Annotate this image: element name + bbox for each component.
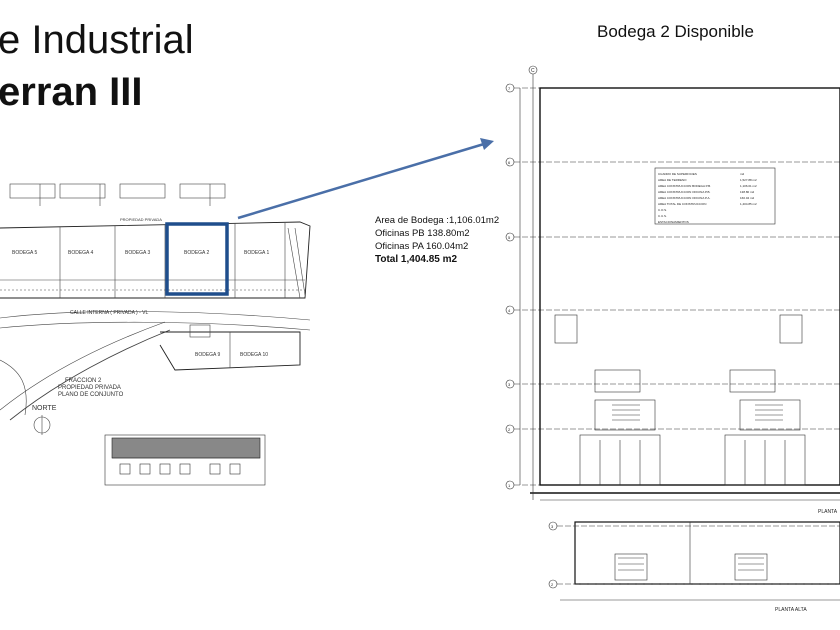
bodega-10-label: BODEGA 10 (240, 352, 268, 358)
axis-upper-3: 3 (551, 524, 554, 529)
table-row: AREA CONSTRUCCION OFICINA P.B. (658, 190, 710, 194)
axis-3: 3 (508, 382, 511, 387)
bodega-9-label: BODEGA 9 (195, 352, 221, 358)
axis-7: 7 (508, 86, 511, 91)
fraction-label-2: PROPIEDAD PRIVADA (58, 385, 121, 391)
private-property-label: PROPIEDAD PRIVADA (120, 217, 162, 222)
table-header-label: CUADRO DE SUPERFICIES (658, 172, 697, 176)
axis-upper-2: 2 (551, 582, 554, 587)
table-row: 1,404.85 m2 (740, 202, 757, 206)
table-row: 1,527.88 m2 (740, 178, 757, 182)
table-row: C.U.S. (658, 214, 667, 218)
axis-6: 6 (508, 160, 511, 165)
table-row: AREA CONSTRUCCION BODEGA P.B. (658, 184, 711, 188)
table-row: 138.80 m2 (740, 190, 755, 194)
fraction-label-1: FRACCION 2 (65, 378, 102, 384)
title-line-2: erran III (0, 70, 143, 114)
title-line-1: e Industrial (0, 18, 194, 62)
axis-4: 4 (508, 308, 511, 313)
bodega-1-label: BODEGA 1 (244, 250, 270, 256)
highlight-bodega-2 (165, 222, 229, 296)
slide-title: e Industrial erran III (0, 14, 194, 118)
bodega-3-label: BODEGA 3 (125, 250, 151, 256)
elevation-drawing (104, 434, 266, 486)
table-row: 160.04 m2 (740, 196, 755, 200)
table-row: AREA DE TERRENO (658, 178, 687, 182)
planta-label: PLANTA (818, 509, 838, 515)
stat-area-bodega: Area de Bodega :1,106.01m2 (375, 215, 500, 226)
bodega-5-label: BODEGA 5 (12, 250, 38, 256)
planta-alta-label: PLANTA ALTA (775, 607, 807, 613)
table-row: ESTACIONAMIENTOS (658, 220, 689, 224)
bodega-4-label: BODEGA 4 (68, 250, 94, 256)
bodega-2-label: BODEGA 2 (184, 250, 210, 256)
stat-oficinas-pa: Oficinas PA 160.04m2 (375, 241, 469, 252)
table-row: 1,106.01 m2 (740, 184, 757, 188)
axis-1: 1 (508, 483, 511, 488)
stat-total: Total 1,404.85 m2 (375, 254, 458, 265)
axis-2: 2 (508, 427, 511, 432)
fraction-label-3: PLANO DE CONJUNTO (58, 392, 124, 398)
site-plan: BODEGA 5 BODEGA 4 BODEGA 3 BODEGA 2 BODE… (0, 183, 311, 435)
floor-plan: C 7 6 5 4 3 2 1 3 2 PLANTA PLANTA ALTA C… (505, 65, 840, 613)
surfaces-table: CUADRO DE SUPERFICIES m2 AREA DE TERRENO… (658, 172, 757, 224)
axis-5: 5 (508, 235, 511, 240)
table-row: AREA TOTAL DE CONSTRUCCION (658, 202, 706, 206)
stat-oficinas-pb: Oficinas PB 138.80m2 (375, 228, 470, 239)
available-caption: Bodega 2 Disponible (597, 22, 754, 41)
table-header-unit: m2 (740, 172, 744, 176)
table-row: C.O.S. (658, 208, 667, 212)
street-label: CALLE INTERNA ( PRIVADA ) - VL (70, 310, 148, 316)
north-label: NORTE (32, 405, 57, 412)
area-stats: Area de Bodega :1,106.01m2 Oficinas PB 1… (375, 214, 499, 266)
table-row: AREA CONSTRUCCION OFICINA P.A. (658, 196, 710, 200)
axis-c: C (531, 68, 535, 74)
